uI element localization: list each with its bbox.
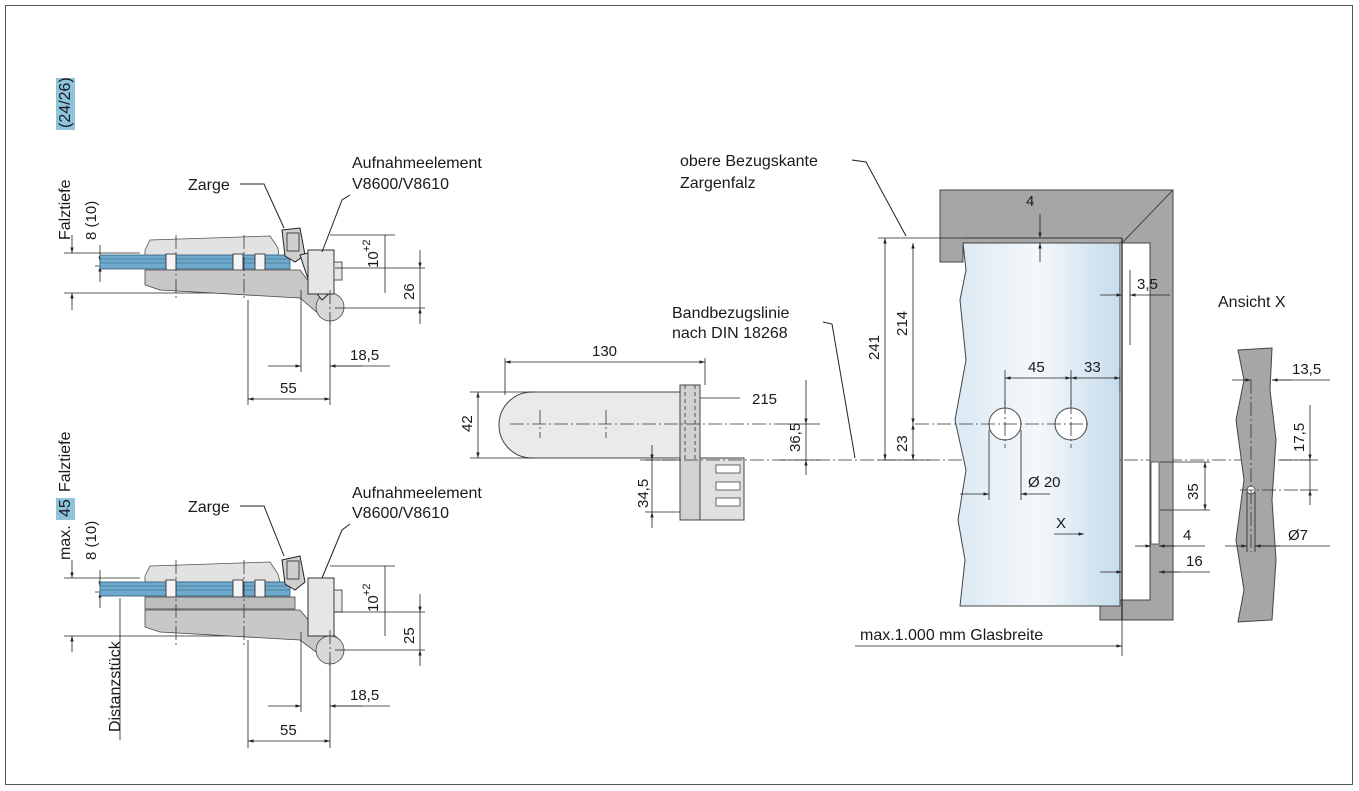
falztiefe-label-top: Falztiefe (24/26) — [56, 77, 75, 240]
dim-55-bottom: 55 — [280, 722, 297, 739]
dim-18-5-top: 18,5 — [350, 347, 379, 364]
band-label-1: Bandbezugslinie — [672, 305, 790, 322]
side-suffix: Falztiefe — [57, 431, 74, 492]
dim-241: 241 — [866, 335, 883, 360]
x-mark: X — [1056, 515, 1066, 532]
door-frame-view: obere Bezugskante Zargenfalz 4 241 214 2… — [680, 153, 1210, 656]
ansicht-x-view: Ansicht X 13,5 17,5 Ø7 — [1218, 294, 1330, 623]
dim-8-10: 8 (10) — [83, 201, 100, 240]
dim-10-sup-b: +2 — [361, 583, 373, 596]
aufnahme-label-top-2: V8600/V8610 — [352, 176, 449, 193]
aufnahme-label-bottom-1: Aufnahmeelement — [352, 485, 482, 502]
dim-d7: Ø7 — [1288, 527, 1308, 544]
dim-26: 26 — [401, 283, 418, 300]
dim-10-sup: +2 — [361, 239, 373, 252]
aufnahme-label-bottom-2: V8600/V8610 — [352, 505, 449, 522]
bottom-hinge-section: max. 45 Falztiefe 8 (10) Distanzstück — [56, 431, 482, 748]
ansicht-title: Ansicht X — [1218, 294, 1286, 311]
dim-42: 42 — [459, 415, 476, 432]
zarge-label-top: Zarge — [188, 177, 230, 194]
falztiefe-label-bottom: max. 45 Falztiefe — [56, 431, 75, 560]
dim-35: 35 — [1185, 483, 1202, 500]
dim-45: 45 — [1028, 359, 1045, 376]
top-hinge-section: Falztiefe (24/26) 8 (10) — [56, 77, 482, 405]
dim-34-5: 34,5 — [635, 479, 652, 508]
dim-130: 130 — [592, 343, 617, 360]
dim-25: 25 — [401, 627, 418, 644]
dim-215: 215 — [752, 391, 777, 408]
side-highlight: (24/26) — [57, 77, 74, 128]
dim-d20: Ø 20 — [1028, 474, 1061, 491]
dim-33: 33 — [1084, 359, 1101, 376]
hinge-plate-view: Bandbezugslinie nach DIN 18268 130 42 21… — [459, 305, 1310, 528]
dim-36-5: 36,5 — [787, 423, 804, 452]
side-label: Falztiefe — [57, 179, 74, 240]
dim-16: 16 — [1186, 553, 1203, 570]
side-highlight-45: 45 — [57, 499, 74, 517]
dim-3-5: 3,5 — [1137, 276, 1158, 293]
dim-10-base-b: 10 — [365, 595, 382, 612]
dim-10-base: 10 — [365, 251, 382, 268]
zarge-label-bottom: Zarge — [188, 499, 230, 516]
dim-13-5: 13,5 — [1292, 361, 1321, 378]
dim-17-5: 17,5 — [1291, 423, 1308, 452]
aufnahme-label-top-1: Aufnahmeelement — [352, 155, 482, 172]
dim-23: 23 — [894, 435, 911, 452]
dim-214: 214 — [894, 311, 911, 336]
dim-55-top: 55 — [280, 380, 297, 397]
obere-label-2: Zargenfalz — [680, 175, 756, 192]
band-label-2: nach DIN 18268 — [672, 325, 788, 342]
dim-18-5-bottom: 18,5 — [350, 687, 379, 704]
dim-8-10-b: 8 (10) — [83, 521, 100, 560]
glasbreite-label: max.1.000 mm Glasbreite — [860, 627, 1043, 644]
dim-4-bottom: 4 — [1183, 527, 1191, 544]
distanzstueck-label: Distanzstück — [107, 640, 124, 732]
dim-4-top: 4 — [1026, 193, 1034, 210]
side-prefix: max. — [57, 525, 74, 560]
obere-label-1: obere Bezugskante — [680, 153, 818, 170]
